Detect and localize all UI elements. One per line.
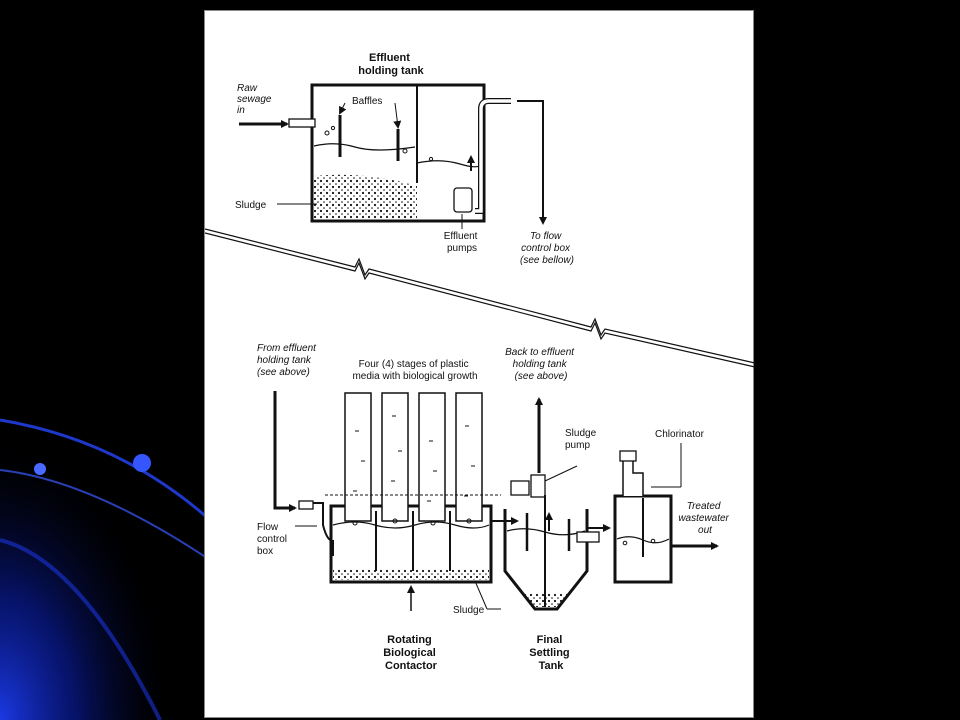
rbc-tank-outline [329,504,493,584]
inlet-pipe [288,118,316,128]
label-four-stages-media: Four (4) stages of plastic media with bi… [352,359,477,382]
bubble-decoration [34,463,46,475]
label-back-to-effluent-holding-tank: Back to effluent holding tank (see above… [505,347,577,382]
sludge-pump [510,480,530,496]
effluent-riser-pipe-inner [475,99,511,213]
label-rotating-biological-contactor: Rotating Biological Contactor [383,634,439,672]
label-baffles: Baffles [352,96,382,107]
bubble-decoration [133,454,151,472]
baffle-pointer [393,102,402,129]
to-flow-control-arrow [517,100,547,225]
media-stage-1 [344,392,372,522]
flow-control-box [313,502,334,556]
media-stage-2 [381,392,409,522]
label-treated-wastewater-out: Treated wastewater out [678,501,731,536]
label-sludge-pump: Sludge pump [565,428,599,451]
diagram-panel: Effluent holding tank Raw sewage in Baff… [204,10,755,718]
section-break-line [205,228,755,368]
lower-treatment-section [273,391,719,611]
label-flow-control-box: Flow control box [257,522,290,557]
swoosh-line [0,538,162,720]
rbc-sludge-layer [333,569,489,580]
label-sludge-upper: Sludge [235,200,267,211]
swoosh-line [0,469,211,561]
label-sludge-lower: Sludge [453,605,485,616]
swoosh-line [0,418,211,522]
wastewater-treatment-diagram: Effluent holding tank Raw sewage in Baff… [205,52,755,672]
label-from-effluent-holding-tank: From effluent holding tank (see above) [257,343,319,378]
label-to-flow-control-box: To flow control box (see bellow) [520,231,574,266]
chlorinator-unit [622,458,644,496]
baffle-pointer [339,102,347,115]
media-stage-4 [455,392,483,522]
water-surface-right [416,160,484,168]
effluent-holding-tank-section [239,83,547,229]
label-effluent-holding-tank: Effluent holding tank [358,52,424,77]
rbc-water-surface [332,521,490,529]
label-chlorinator: Chlorinator [655,429,705,440]
label-final-settling-tank: Final Settling Tank [529,634,572,672]
effluent-pump [453,187,473,213]
blue-glow-decoration [0,360,220,720]
inflow-arrow [273,391,297,512]
sludge-layer-top [314,174,417,219]
water-surface-left [313,143,416,151]
final-settling-tank-outline [503,509,589,611]
label-effluent-pumps: Effluent pumps [444,231,481,254]
label-raw-sewage-in: Raw sewage in [237,83,274,116]
media-stage-3 [418,392,446,522]
